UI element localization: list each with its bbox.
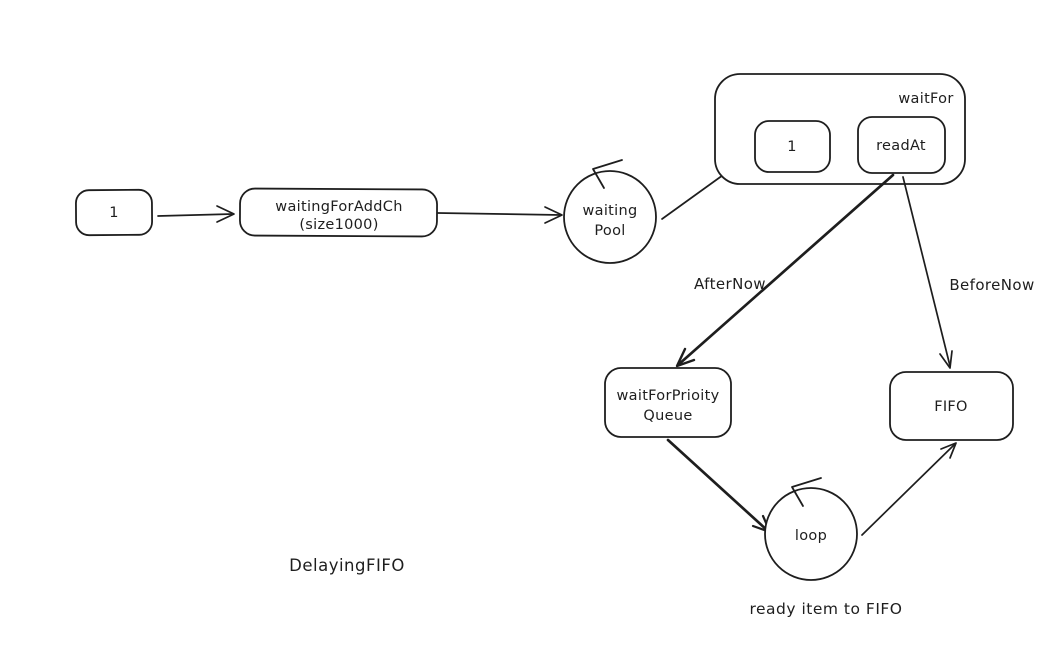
node-wait-for-priority-queue-label-line1: waitForPrioity xyxy=(617,388,720,404)
edge-before-now: BeforeNow xyxy=(902,176,1034,369)
edge-loop-to-fifo xyxy=(861,442,957,536)
node-source-label: 1 xyxy=(109,205,119,221)
arrowhead-icon xyxy=(675,347,696,368)
edge-source-to-addch-line xyxy=(157,213,234,217)
group-wait-for: waitFor 1 readAt xyxy=(714,73,966,185)
edge-loop-to-fifo-line xyxy=(861,443,956,536)
node-waiting-pool-circle xyxy=(563,170,657,264)
node-waiting-for-add-ch-label-line1: waitingForAddCh xyxy=(275,199,402,215)
edge-before-now-line xyxy=(902,176,951,367)
node-loop-label: loop xyxy=(795,528,827,544)
edge-after-now-label: AfterNow xyxy=(694,275,766,293)
node-read-at-label: readAt xyxy=(876,138,926,154)
node-source: 1 xyxy=(75,188,153,237)
edge-before-now-label: BeforeNow xyxy=(949,276,1034,294)
edge-after-now-line xyxy=(676,173,895,367)
diagram-title: DelayingFIFO xyxy=(289,556,405,575)
edge-queue-to-loop xyxy=(666,438,772,534)
node-fifo: FIFO xyxy=(889,371,1014,441)
arrowhead-icon xyxy=(216,205,235,223)
edge-after-now: AfterNow xyxy=(675,173,895,368)
edge-addch-to-waiting-pool-line xyxy=(437,212,562,216)
edge-source-to-addch xyxy=(157,205,235,223)
node-waiting-pool-label-line1: waiting xyxy=(583,203,638,219)
edge-addch-to-waiting-pool xyxy=(437,206,563,224)
arrowhead-icon xyxy=(939,350,953,369)
node-wait-for-slot-label: 1 xyxy=(787,139,797,155)
self-loop-arrowhead-icon xyxy=(791,477,822,507)
node-loop-circle xyxy=(764,487,858,581)
node-wait-for-slot-box xyxy=(754,120,831,173)
node-fifo-label: FIFO xyxy=(934,399,968,415)
node-waiting-for-add-ch-label-line2: (size1000) xyxy=(299,217,378,233)
self-loop-arrowhead-icon xyxy=(592,159,623,189)
loop-caption: ready item to FIFO xyxy=(749,600,902,618)
node-wait-for-priority-queue: waitForPrioity Queue xyxy=(604,367,732,438)
node-fifo-box xyxy=(889,371,1014,441)
node-waiting-pool: waiting Pool xyxy=(563,159,657,264)
node-read-at-box xyxy=(857,116,946,174)
node-waiting-for-add-ch-box xyxy=(239,187,438,238)
group-wait-for-label: waitFor xyxy=(898,91,953,107)
edge-queue-to-loop-line xyxy=(666,438,770,533)
node-wait-for-priority-queue-label-line2: Queue xyxy=(643,408,692,424)
arrowhead-icon xyxy=(544,206,563,224)
node-loop: loop xyxy=(764,477,858,581)
node-waiting-pool-label-line2: Pool xyxy=(594,223,625,239)
node-source-box xyxy=(75,188,153,237)
node-wait-for-priority-queue-box xyxy=(604,367,732,438)
node-waiting-for-add-ch: waitingForAddCh (size1000) xyxy=(239,187,438,238)
arrowhead-icon xyxy=(940,442,957,459)
